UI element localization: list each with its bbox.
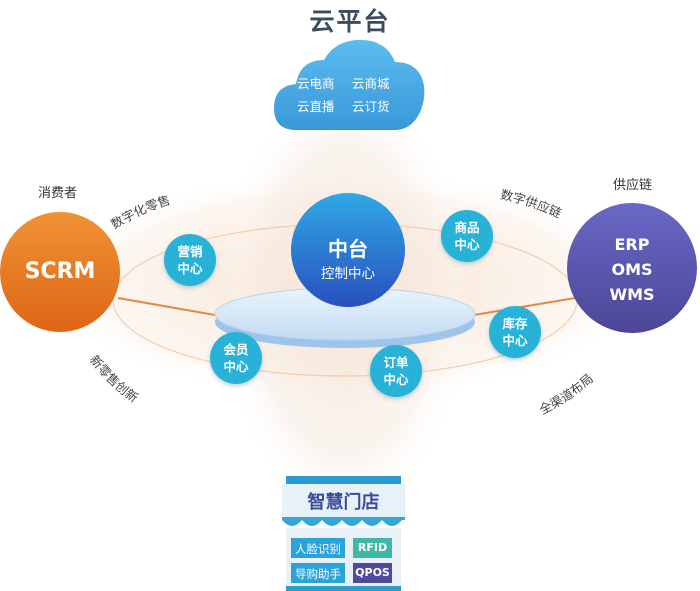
node-goods-line1: 商品	[454, 220, 480, 235]
supply-chain-label: 供应链	[613, 178, 653, 193]
center-circle	[291, 193, 405, 307]
store-item-face: 人脸识别	[295, 542, 341, 556]
node-member: 会员 中心	[210, 332, 262, 384]
node-goods-line2: 中心	[454, 237, 480, 252]
store-item-bg-qpos	[353, 563, 392, 583]
store-item-qpos: QPOS	[355, 566, 390, 579]
supply-erp: ERP	[614, 235, 650, 254]
node-order: 订单 中心	[370, 345, 422, 397]
node-member-line2: 中心	[223, 359, 249, 374]
arc-label-omni-channel: 全渠道布局	[537, 371, 596, 418]
supply-wms: WMS	[609, 285, 655, 304]
store-item-guide: 导购助手	[295, 567, 341, 581]
supply-circle	[567, 203, 697, 333]
node-order-line1: 订单	[383, 355, 409, 370]
supply-oms: OMS	[611, 260, 653, 279]
supply-connector	[473, 297, 576, 316]
consumer-label: 消费者	[38, 186, 78, 201]
node-inventory-line2: 中心	[502, 333, 528, 348]
store-item-bg-rfid	[353, 538, 392, 558]
node-goods: 商品 中心	[441, 210, 493, 262]
cloud-shape	[274, 39, 425, 130]
node-member-line1: 会员	[223, 342, 249, 357]
store-item-bg-face	[291, 538, 345, 558]
scrm-text: SCRM	[24, 259, 96, 284]
node-marketing-line1: 营销	[177, 244, 203, 259]
supply-systems: ERP OMS WMS	[567, 232, 697, 307]
page-title: 云平台	[309, 7, 391, 36]
center-subtitle: 控制中心	[321, 266, 375, 282]
store-building	[282, 476, 405, 591]
store-title: 智慧门店	[307, 492, 380, 513]
store-item-rfid: RFID	[357, 541, 388, 554]
cloud-item-order: 云订货	[352, 99, 390, 114]
node-order-line2: 中心	[383, 372, 409, 387]
cloud-item-live: 云直播	[297, 99, 335, 114]
store-item-bg-guide	[291, 563, 345, 583]
node-marketing: 营销 中心	[164, 234, 216, 286]
cloud-item-mall: 云商城	[352, 76, 390, 91]
node-inventory-line1: 库存	[502, 316, 528, 331]
center-title: 中台	[328, 237, 368, 261]
node-marketing-line2: 中心	[177, 261, 203, 276]
cloud-item-ecommerce: 云电商	[297, 76, 335, 91]
scrm-connector	[117, 297, 216, 316]
scrm-circle	[0, 212, 120, 332]
node-inventory: 库存 中心	[489, 306, 541, 358]
